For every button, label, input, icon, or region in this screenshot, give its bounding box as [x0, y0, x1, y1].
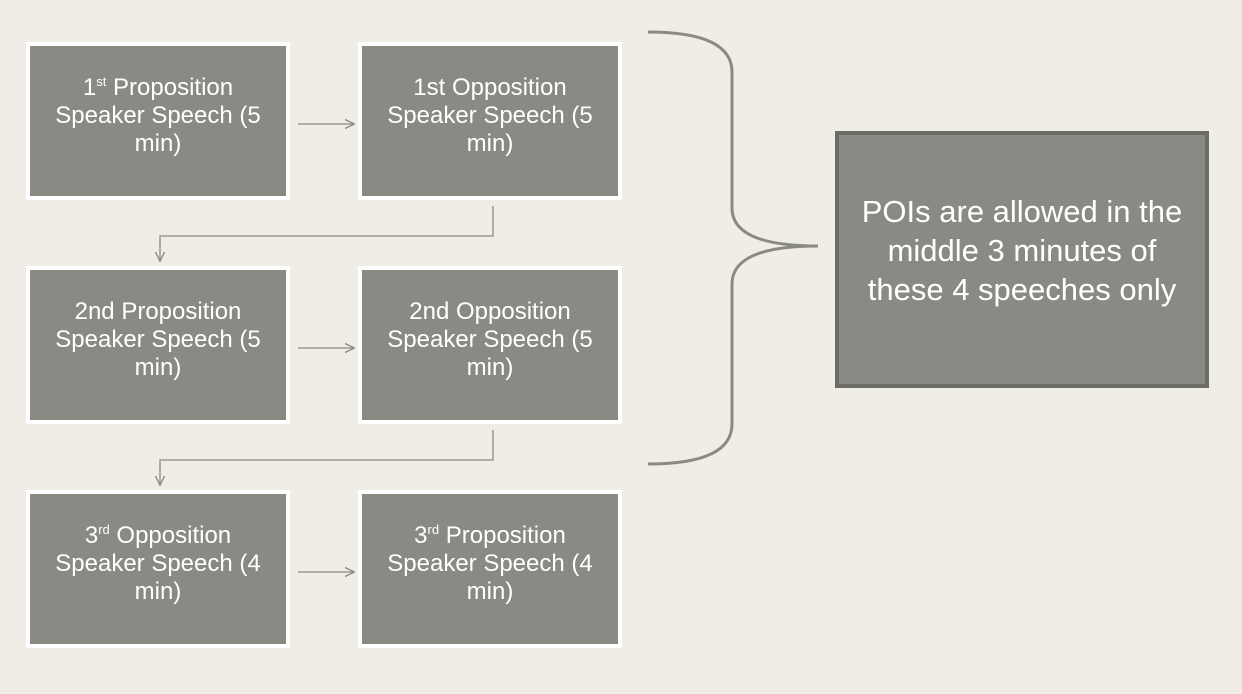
speech-label-prefix: 3: [414, 522, 428, 549]
speech-label-prefix: 2nd Proposition: [74, 298, 242, 325]
ordinal-suffix: rd: [98, 522, 110, 537]
speech-label-detail: Speaker Speech (4 min): [55, 550, 261, 605]
speech-label-role: Proposition: [439, 522, 566, 549]
elbow-4-to-5: [160, 430, 494, 485]
speech-label-detail: Speaker Speech (5 min): [55, 326, 261, 381]
curly-brace: [647, 30, 819, 466]
speech-box-1st-proposition: 1st Proposition Speaker Speech (5 min): [26, 42, 290, 200]
speech-box-1st-opposition: 1st Opposition Speaker Speech (5 min): [358, 42, 622, 200]
speech-label-prefix: 3: [84, 522, 99, 549]
poi-note-box: POIs are allowed in the middle 3 minutes…: [835, 131, 1209, 388]
speech-box-2nd-opposition: 2nd Opposition Speaker Speech (5 min): [358, 266, 622, 424]
speech-label-prefix: 1: [82, 74, 97, 101]
speech-label-detail: Speaker Speech (5 min): [387, 326, 593, 381]
speech-label-detail: Speaker Speech (5 min): [55, 102, 261, 157]
poi-note-text: POIs are allowed in the middle 3 minutes…: [861, 194, 1183, 307]
elbow-2-to-3: [160, 206, 494, 261]
speech-label-detail: Speaker Speech (5 min): [387, 102, 593, 157]
speech-box-3rd-opposition: 3rd Opposition Speaker Speech (4 min): [26, 490, 290, 648]
speech-label-role: Proposition: [106, 74, 234, 101]
speech-box-2nd-proposition: 2nd Proposition Speaker Speech (5 min): [26, 266, 290, 424]
speech-label-role: Opposition: [109, 522, 232, 549]
speech-label-detail: Speaker Speech (4 min): [387, 550, 593, 605]
speech-label-prefix: 1st Opposition: [413, 74, 567, 101]
speech-label-prefix: 2nd Opposition: [409, 298, 571, 325]
speech-box-3rd-proposition: 3rd Proposition Speaker Speech (4 min): [358, 490, 622, 648]
ordinal-suffix: st: [96, 74, 107, 89]
ordinal-suffix: rd: [427, 522, 440, 537]
